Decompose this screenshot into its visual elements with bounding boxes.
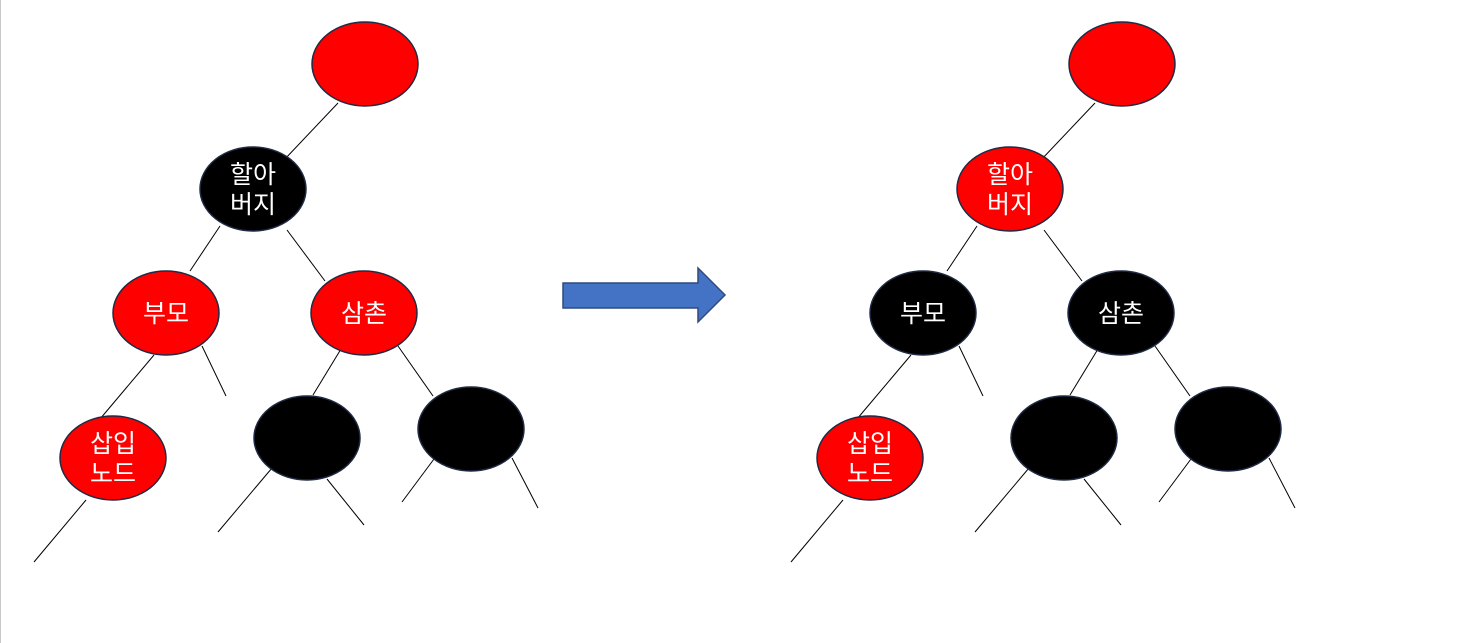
after-uncle-left-child-left-stub-edge	[974, 467, 1030, 533]
after-uncle-label: 삼촌	[1098, 299, 1144, 328]
before-uncle-left-child-left-stub-edge	[217, 467, 273, 533]
after-root-circle	[1068, 21, 1176, 107]
before-uncle-circle	[310, 270, 418, 356]
before-parent-right-stub-edge	[201, 345, 227, 397]
left-border	[0, 0, 1, 643]
after-grandparent-circle	[956, 146, 1064, 232]
after-uncle-right-child-node	[1174, 386, 1282, 472]
after-uncle-to-right-child-edge	[1154, 345, 1191, 397]
before-uncle-right-child-left-stub-edge	[401, 458, 435, 503]
after-inserted-circle	[816, 415, 924, 501]
before-root-node	[311, 21, 419, 107]
before-grandparent-label: 버지	[230, 190, 276, 219]
before-inserted-label: 삽입	[90, 429, 136, 458]
before-parent-to-inserted-edge	[99, 354, 155, 420]
after-parent-right-stub-edge	[958, 345, 984, 397]
after-parent-to-inserted-edge	[856, 354, 912, 420]
after-grandparent-label: 할아	[987, 160, 1033, 189]
after-uncle-right-child-circle	[1174, 386, 1282, 472]
after-grandparent-to-parent-edge	[946, 225, 978, 272]
after-grandparent-label: 버지	[987, 190, 1033, 219]
after-grandparent-to-uncle-edge	[1043, 229, 1083, 282]
before-root-to-grandparent-edge	[283, 102, 339, 161]
before-uncle-to-left-child-edge	[312, 348, 342, 396]
after-uncle-circle	[1067, 270, 1175, 356]
after-uncle-left-child-circle	[1010, 395, 1118, 481]
before-uncle-node: 삼촌	[310, 270, 418, 356]
before-grandparent-to-uncle-edge	[286, 229, 326, 282]
after-inserted-label: 노드	[847, 459, 893, 488]
before-parent-circle	[112, 270, 220, 356]
after-root-node	[1068, 21, 1176, 107]
before-uncle-left-child-node	[253, 395, 361, 481]
before-parent-node: 부모	[112, 270, 220, 356]
before-inserted-circle	[59, 415, 167, 501]
after-uncle-left-child-node	[1010, 395, 1118, 481]
before-uncle-right-child-right-stub-edge	[511, 457, 539, 509]
before-uncle-right-child-circle	[417, 386, 525, 472]
before-grandparent-label: 할아	[230, 160, 276, 189]
before-grandparent-to-parent-edge	[189, 225, 221, 272]
before-inserted-left-stub-edge	[33, 499, 87, 563]
before-grandparent-circle	[199, 146, 307, 232]
after-uncle-left-child-right-stub-edge	[1083, 478, 1122, 526]
before-uncle-right-child-node	[417, 386, 525, 472]
after-uncle-to-left-child-edge	[1069, 348, 1099, 396]
before-uncle-left-child-right-stub-edge	[326, 478, 365, 526]
after-root-to-grandparent-edge	[1040, 102, 1096, 161]
before-uncle-label: 삼촌	[341, 299, 387, 328]
before-uncle-to-right-child-edge	[397, 345, 434, 397]
before-uncle-left-child-circle	[253, 395, 361, 481]
after-inserted-left-stub-edge	[790, 499, 844, 563]
after-uncle-right-child-right-stub-edge	[1268, 457, 1296, 509]
after-parent-node: 부모	[869, 270, 977, 356]
after-uncle-node: 삼촌	[1067, 270, 1175, 356]
after-uncle-right-child-left-stub-edge	[1158, 458, 1192, 503]
before-root-circle	[311, 21, 419, 107]
right-arrow-icon	[562, 266, 727, 324]
after-parent-circle	[869, 270, 977, 356]
after-parent-label: 부모	[900, 299, 946, 328]
after-inserted-label: 삽입	[847, 429, 893, 458]
before-inserted-label: 노드	[90, 459, 136, 488]
before-parent-label: 부모	[143, 299, 189, 328]
